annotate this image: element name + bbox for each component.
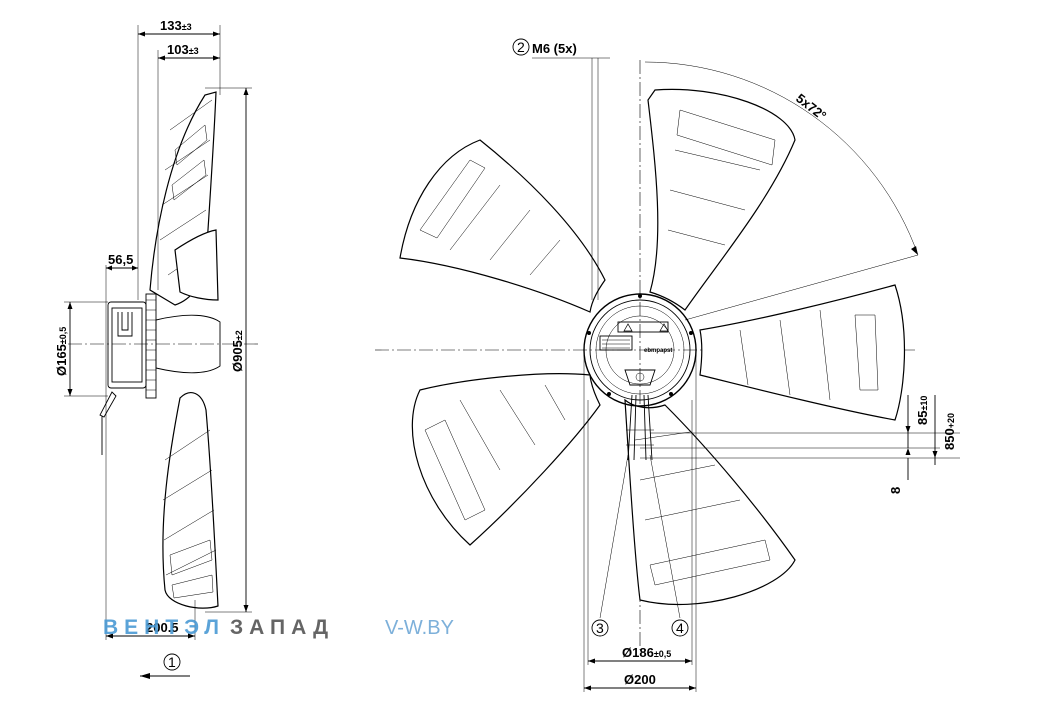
watermark: ВЕНТЭЛ ЗАПАД V-W.BY: [103, 616, 454, 639]
warning-triangle-icons: [623, 323, 669, 332]
dim-label-103: 103±3: [167, 42, 199, 57]
blade-right: [699, 284, 906, 421]
angle-arc-arrow: [911, 246, 918, 255]
hub-terminal-block: [599, 335, 633, 351]
dim-label-133: 133±3: [160, 18, 192, 33]
mount-hole-2: [689, 331, 693, 335]
side-blade-top-slots: [171, 124, 208, 201]
dim-arrows-85: [905, 426, 911, 455]
hub-cable-gland: [624, 369, 656, 386]
mount-hole-3: [669, 392, 673, 396]
dim-label-200-5: 200.5: [146, 620, 179, 635]
hub-brand-label: ebmpapst: [644, 348, 672, 354]
dim-label-850: 850+20: [942, 413, 957, 450]
watermark-brand-part1: ВЕНТЭЛ: [103, 616, 225, 639]
dim-arrows-103: [158, 55, 220, 61]
side-blade-bottom-slots: [169, 539, 214, 599]
blade-bottom-left-ribs: [424, 384, 566, 521]
blade-bottom-ribs: [634, 431, 771, 586]
dim-label-165: Ø165±0,5: [54, 327, 69, 376]
dim-label-8: 8: [888, 487, 903, 494]
blade-top-left: [399, 139, 606, 313]
mount-hole-1: [638, 294, 642, 298]
dim-label-thread: M6 (5x): [532, 41, 577, 56]
motor-body-inner: [111, 307, 143, 383]
watermark-brand-part2: ЗАПАД: [230, 616, 334, 639]
side-blade-bottom-ribs: [162, 429, 217, 576]
motor-connector: [117, 312, 133, 337]
side-blade-bottom: [162, 392, 219, 609]
cable-bundle: [627, 394, 653, 461]
callout-2-circle: [512, 38, 530, 56]
callout-3-leader: [599, 454, 629, 619]
airflow-arrow-head: [140, 673, 150, 679]
callout-4-circle: [671, 619, 689, 637]
callout-4-label: 4: [676, 620, 684, 636]
watermark-url: V-W.BY: [385, 617, 454, 639]
cable-exit: [99, 391, 117, 418]
front-view: ebmpapst 5x72° 2 M6 (5x) 85±10 850+20: [375, 38, 960, 692]
motor-body: [107, 301, 147, 389]
blade-right-ribs: [739, 309, 879, 401]
hub-face: [595, 305, 685, 395]
blade-top-right: [647, 88, 796, 311]
side-blade-top-ribs: [159, 99, 213, 276]
blade-top-right-ribs: [667, 109, 776, 246]
blade-bottom: [624, 398, 796, 606]
callout-1-circle: [163, 653, 181, 671]
hub-warning-label: [617, 321, 669, 333]
rotor-hub: [155, 314, 221, 374]
mount-hole-4: [607, 392, 611, 396]
dim-label-200: Ø200: [624, 672, 656, 687]
callout-2-label: 2: [517, 39, 525, 55]
cable-ties: [626, 429, 654, 446]
hub-terminal-lines: [602, 339, 630, 349]
blade-top-left-ribs: [419, 159, 561, 276]
dim-label-56-5: 56,5: [108, 252, 133, 267]
angle-ref-line: [684, 254, 919, 321]
side-blade-mid: [174, 229, 219, 301]
dim-label-85: 85±10: [915, 396, 930, 425]
earth-icon: [635, 372, 645, 382]
dim-arrow-850: [932, 451, 938, 458]
blade-bottom-left: [411, 373, 601, 546]
angle-arc: [644, 61, 919, 256]
hub-inner-ring: [589, 299, 691, 401]
dim-label-186: Ø186±0,5: [622, 645, 671, 660]
callout-3-circle: [591, 619, 609, 637]
side-view: 133±3 103±3 56,5 Ø165±0,5 Ø905±2 200.5 1: [54, 18, 260, 679]
callout-4-leader: [649, 454, 681, 619]
dim-label-angle: 5x72°: [793, 91, 829, 124]
motor-flange: [145, 293, 157, 399]
callout-1-label: 1: [168, 654, 176, 670]
callout-3-label: 3: [596, 620, 604, 636]
motor-fins: [146, 299, 156, 391]
dim-label-905: Ø905±2: [230, 330, 245, 372]
mount-hole-5: [587, 331, 591, 335]
